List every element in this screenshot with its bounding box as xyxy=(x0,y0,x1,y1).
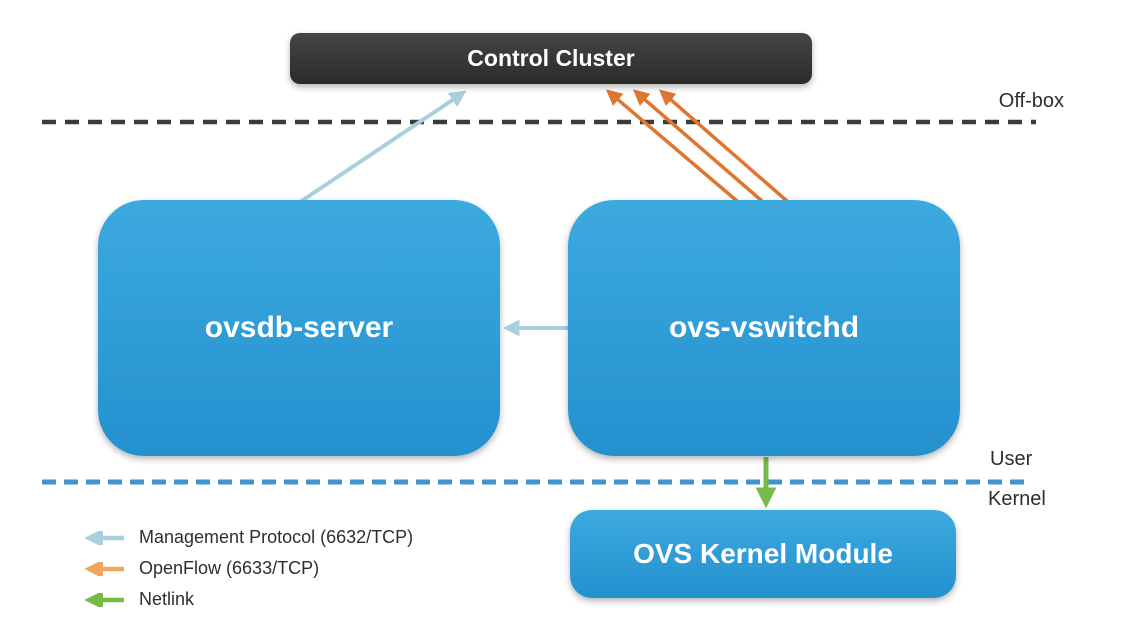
netlink-arrow-icon xyxy=(84,592,124,607)
node-ovs-kernel-module-label: OVS Kernel Module xyxy=(633,538,893,569)
node-ovs-vswitchd: ovs-vswitchd xyxy=(568,200,960,456)
management-protocol-arrow-icon xyxy=(84,530,124,545)
openflow-arrow-3 xyxy=(658,89,789,203)
legend-item-label: Netlink xyxy=(139,589,195,609)
user-boundary-label: User xyxy=(990,448,1033,470)
arrow-ovsdb-to-control-cluster xyxy=(298,90,467,204)
legend-item-label: OpenFlow (6633/TCP) xyxy=(139,558,320,578)
legend: Management Protocol (6632/TCP) OpenFlow … xyxy=(76,522,496,615)
node-ovsdb-server: ovsdb-server xyxy=(98,200,500,456)
offbox-boundary-label: Off-box xyxy=(998,90,1064,112)
kernel-boundary-label: Kernel xyxy=(988,488,1046,510)
node-ovsdb-server-label: ovsdb-server xyxy=(204,311,394,344)
openflow-arrow-1 xyxy=(605,89,739,203)
legend-item-management-protocol: Management Protocol (6632/TCP) xyxy=(76,522,496,553)
openflow-arrow-icon xyxy=(84,561,124,576)
node-ovs-kernel-module: OVS Kernel Module xyxy=(570,510,956,598)
node-control-cluster-label: Control Cluster xyxy=(467,45,635,71)
legend-item-netlink: Netlink xyxy=(76,584,496,615)
arrows-vswitchd-to-control-cluster xyxy=(605,89,789,203)
node-ovs-vswitchd-label: ovs-vswitchd xyxy=(668,311,860,344)
node-control-cluster: Control Cluster xyxy=(290,33,812,84)
openflow-arrow-2 xyxy=(632,89,764,203)
legend-item-label: Management Protocol (6632/TCP) xyxy=(139,527,414,547)
legend-item-openflow: OpenFlow (6633/TCP) xyxy=(76,553,496,584)
